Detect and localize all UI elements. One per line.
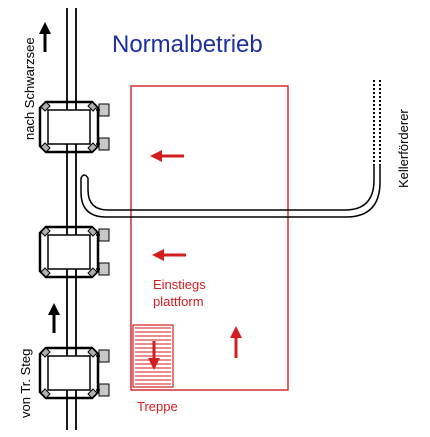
up-arrow-icon (39, 22, 51, 52)
up-arrow-icon (48, 303, 60, 333)
stairs-label: Treppe (137, 399, 178, 414)
chair-carrier-icon (38, 346, 111, 400)
up-arrow-icon (230, 326, 242, 358)
station-outline (130, 85, 289, 391)
from-steg-label: von Tr. Steg (18, 349, 33, 418)
towards-schwarzsee-label: nach Schwarzsee (22, 37, 37, 140)
kellerfoerderer-rail (80, 80, 381, 218)
kellerfoerderer-label: Kellerförderer (396, 109, 411, 188)
diagram-title: Normalbetrieb (112, 31, 263, 58)
left-arrow-icon (150, 150, 184, 162)
down-arrow-icon (148, 341, 160, 370)
chair-carrier-icon (38, 225, 111, 279)
platform-label-line1: Einstiegs (153, 277, 206, 292)
chair-carrier-icon (38, 100, 111, 154)
platform-label-line2: plattform (153, 294, 204, 309)
left-arrow-icon (152, 249, 186, 261)
